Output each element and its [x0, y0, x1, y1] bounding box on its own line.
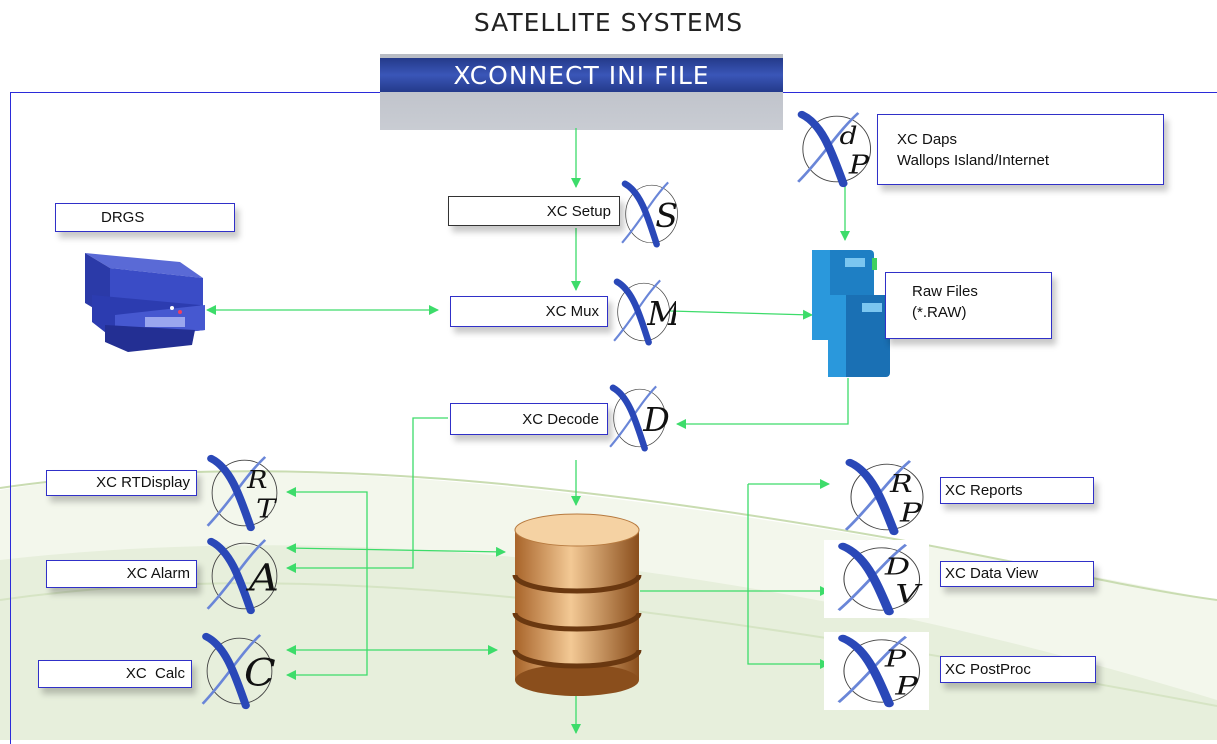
arrow-raw-to-decode — [676, 378, 849, 429]
logo-letter: P — [899, 497, 923, 527]
xc-alarm-label: XC Alarm — [126, 565, 190, 582]
logo-ring — [843, 547, 921, 611]
arrow-mux-to-raw — [669, 309, 813, 320]
logo-letter: A — [245, 556, 279, 600]
logo-x-stroke — [609, 384, 648, 452]
logo-x-stroke — [797, 110, 848, 188]
xc-daps-line1: XC Daps — [897, 131, 958, 148]
logo-letter: D — [884, 552, 910, 580]
banner-strip — [380, 58, 783, 92]
xc-decode-logo-icon[interactable]: D — [600, 382, 672, 454]
xc-daps-box[interactable]: XC Daps Wallops Island/Internet — [877, 114, 1164, 185]
xc-dataview-label: XC Data View — [945, 565, 1039, 582]
logo-letter: P — [894, 672, 919, 701]
xc-setup-logo-icon[interactable]: S — [612, 178, 684, 250]
xc-setup-box[interactable]: XC Setup — [448, 196, 620, 226]
xc-mux-label: XC Mux — [545, 303, 599, 320]
line-rt-calc-bus — [286, 487, 368, 680]
xc-rtdisplay-label: XC RTDisplay — [96, 474, 190, 491]
logo-letter: P — [848, 149, 870, 180]
logo-ring — [211, 542, 278, 610]
raw-files-line1: Raw Files — [912, 283, 978, 300]
arrow-decode-to-alarm — [286, 417, 448, 573]
xc-mux-box[interactable]: XC Mux — [450, 296, 608, 327]
arrow-to-reports — [747, 484, 830, 669]
xconnect-ini-banner: XCONNECT INI FILE — [380, 54, 783, 130]
xc-reports-box[interactable]: XC Reports — [940, 477, 1094, 504]
logo-ring — [625, 184, 678, 244]
logo-x-stroke — [202, 632, 250, 710]
logo-letter: R — [246, 466, 267, 495]
diagram-title: SATELLITE SYSTEMS — [473, 8, 744, 37]
logo-x-stroke — [838, 542, 894, 616]
logo-letter: P — [884, 644, 908, 672]
banner-text: XCONNECT INI FILE — [453, 61, 710, 90]
raw-files-box[interactable]: Raw Files (*.RAW) — [885, 272, 1052, 339]
xc-calc-box[interactable]: XC Calc — [38, 660, 192, 688]
logo-letter: R — [889, 471, 913, 499]
raw-files-line2: (*.RAW) — [912, 304, 967, 321]
xc-setup-label: XC Setup — [546, 203, 611, 220]
logo-ring — [206, 637, 273, 705]
xc-calc-logo-icon[interactable]: C — [190, 630, 280, 712]
arrow-alarm-db — [286, 543, 506, 557]
logo-x-stroke — [613, 278, 652, 346]
logo-ring — [211, 459, 278, 527]
logo-letter: T — [256, 494, 278, 524]
xc-postproc-label: XC PostProc — [945, 661, 1031, 678]
xc-reports-label: XC Reports — [945, 482, 1023, 499]
logo-letter: C — [244, 651, 276, 695]
logo-letter: M — [646, 294, 676, 333]
xc-mux-logo-icon[interactable]: M — [604, 276, 676, 348]
xc-rtdisplay-box[interactable]: XC RTDisplay — [46, 470, 197, 496]
xc-alarm-logo-icon[interactable]: A — [195, 535, 285, 617]
logo-ring — [850, 463, 924, 531]
logo-x-stroke — [207, 537, 255, 615]
logo-x-stroke — [621, 180, 660, 248]
logo-letter: D — [642, 400, 670, 439]
logo-letter: d — [840, 122, 858, 151]
xc-decode-box[interactable]: XC Decode — [450, 403, 608, 435]
xc-postproc-box[interactable]: XC PostProc — [940, 656, 1096, 683]
xc-dataview-box[interactable]: XC Data View — [940, 561, 1094, 587]
logo-letter: S — [655, 196, 678, 235]
xc-alarm-box[interactable]: XC Alarm — [46, 560, 197, 588]
logo-letter: V — [895, 580, 922, 609]
logo-x-stroke — [207, 454, 255, 532]
drgs-box[interactable]: DRGS — [55, 203, 235, 232]
logo-ring — [613, 388, 666, 448]
logo-ring — [617, 282, 670, 342]
xc-decode-label: XC Decode — [522, 411, 599, 428]
xc-daps-line2: Wallops Island/Internet — [897, 152, 1050, 169]
logo-ring — [802, 115, 872, 183]
logo-x-stroke — [838, 634, 894, 708]
drgs-label: DRGS — [101, 209, 145, 226]
logo-ring — [843, 639, 921, 703]
xc-calc-label: XC Calc — [125, 665, 185, 682]
logo-x-stroke — [845, 458, 899, 536]
